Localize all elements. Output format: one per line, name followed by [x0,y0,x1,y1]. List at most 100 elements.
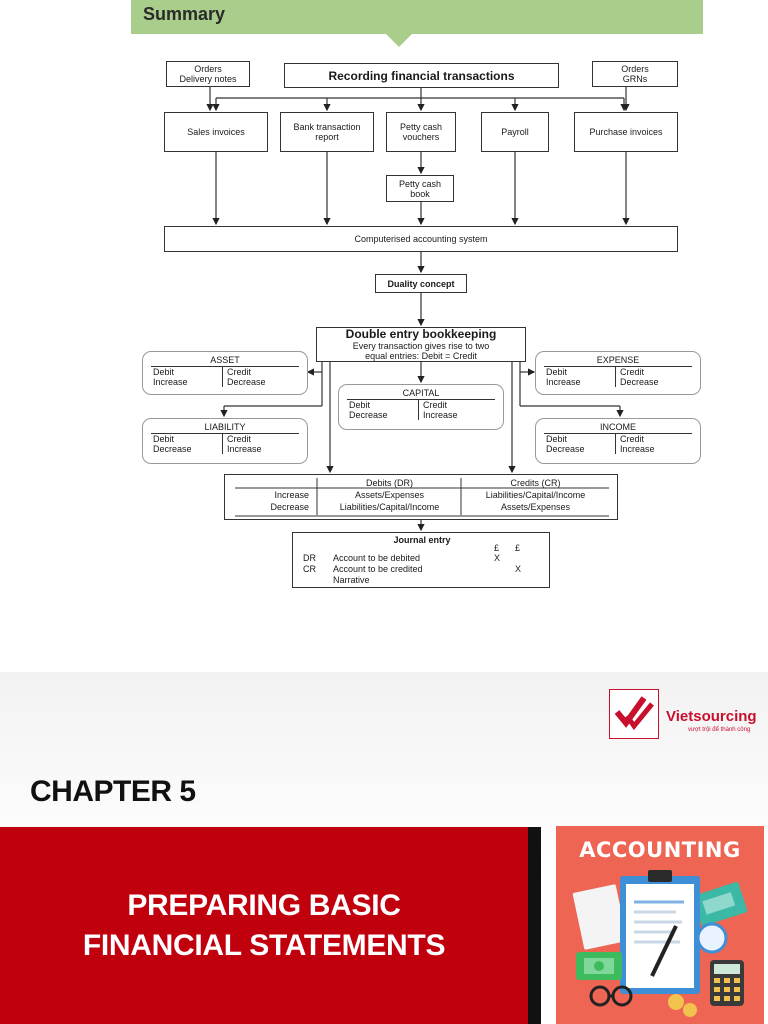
bank-report-line-1: Bank transaction [293,122,361,132]
chapter-label: CHAPTER 5 [30,775,196,808]
source-orders-grns: Orders GRNs [592,61,678,87]
brand-tagline: vượt trội để thành công [688,727,751,733]
expense-account-name: EXPENSE [544,355,692,367]
source-orders-delivery-notes: Orders Delivery notes [166,61,250,87]
summary-header: Summary [131,0,703,34]
chapter-title-line-1: PREPARING BASIC [127,889,401,922]
source-right-line-1: Orders [621,64,649,74]
chapter-title-panel [0,827,528,1024]
chapter-title: PREPARING BASIC FINANCIAL STATEMENTS [0,886,528,966]
source-right-line-2: GRNs [622,74,648,84]
petty-cash-book-line-1: Petty cash [398,178,442,189]
duality-concept-box: Duality concept [375,274,467,293]
purchase-invoices-box: Purchase invoices [574,112,678,152]
petty-cash-book-line-2: book [410,188,430,199]
double-entry-box: Double entry bookkeeping Every transacti… [316,327,526,362]
sales-invoices-label: Sales invoices [187,127,245,137]
asset-left-1: Debit [153,367,175,377]
expense-right-1: Credit [620,367,645,377]
expense-left-2: Increase [546,377,581,387]
panel-divider-strip [528,827,541,1024]
liability-left-2: Decrease [153,444,192,454]
double-entry-title: Double entry bookkeeping [345,327,497,341]
double-entry-line-2: equal entries: Debit = Credit [365,351,477,361]
journal-dr-text: Account to be debited [333,553,421,563]
accounting-illustration-icon [572,870,748,1017]
journal-dr-mark: X [494,553,501,563]
liability-right-2: Increase [227,444,262,454]
journal-cr-text: Account to be credited [333,564,423,574]
journal-dr-code: DR [303,553,316,563]
recording-transactions-box: Recording financial transactions [284,63,559,88]
computerised-system-label: Computerised accounting system [354,234,488,244]
source-left-line-2: Delivery notes [179,74,237,84]
accounting-cover-image: ACCOUNTING [556,826,764,1024]
expense-right-2: Decrease [620,377,659,387]
liability-right-1: Credit [227,434,252,444]
computerised-system-box: Computerised accounting system [164,226,678,252]
petty-cash-vouchers-line-1: Petty cash [399,122,443,132]
petty-cash-vouchers-box: Petty cash vouchers [386,112,456,152]
double-entry-line-1: Every transaction gives rise to two [352,341,490,351]
summary-title: Summary [143,4,226,24]
income-left-2: Decrease [546,444,585,454]
debit-credit-table-lines [235,478,609,517]
journal-cr-code: CR [303,564,316,574]
petty-cash-book-box: Petty cash book [386,175,454,202]
capital-right-1: Credit [423,400,448,410]
payroll-label: Payroll [501,127,529,137]
chapter-title-line-2: FINANCIAL STATEMENTS [82,929,446,962]
row-increase-debit: Assets/Expenses [354,490,425,500]
journal-narrative: Narrative [333,575,370,585]
asset-account-name: ASSET [151,355,299,367]
cover-title: ACCOUNTING [579,838,741,862]
journal-cr-mark: X [515,564,522,574]
liability-account-name: LIABILITY [151,422,299,434]
journal-currency-2: £ [515,543,521,553]
asset-right-1: Credit [227,367,252,377]
sales-invoices-box: Sales invoices [164,112,268,152]
bank-report-line-2: report [315,132,339,142]
capital-right-2: Increase [423,410,458,420]
flowchart-connectors [206,87,630,532]
journal-title: Journal entry [393,535,451,545]
row-increase-credit: Liabilities/Capital/Income [485,490,586,500]
liability-left-1: Debit [153,434,175,444]
bank-report-box: Bank transaction report [280,112,374,152]
vietsourcing-logo-mark [609,689,659,739]
income-right-1: Credit [620,434,645,444]
debit-credit-table: Debits (DR) Credits (CR) Increase Assets… [224,474,618,520]
capital-account-name: CAPITAL [347,388,495,400]
source-left-line-1: Orders [194,64,222,74]
petty-cash-vouchers-line-2: vouchers [402,132,440,142]
debits-header: Debits (DR) [365,478,413,488]
capital-left-2: Decrease [349,410,388,420]
row-increase-label: Increase [274,490,309,500]
double-check-icon [614,696,654,731]
asset-left-2: Increase [153,377,188,387]
row-decrease-label: Decrease [270,502,309,512]
summary-notch [386,34,412,47]
payroll-box: Payroll [481,112,549,152]
row-decrease-credit: Assets/Expenses [500,502,571,512]
purchase-invoices-label: Purchase invoices [589,127,663,137]
journal-entry-box: Journal entry £ £ DR Account to be debit… [292,532,550,588]
duality-concept-label: Duality concept [387,278,455,289]
income-left-1: Debit [546,434,568,444]
capital-left-1: Debit [349,400,371,410]
income-account-name: INCOME [544,422,692,434]
credits-header: Credits (CR) [510,478,561,488]
recording-transactions-title: Recording financial transactions [328,68,515,83]
asset-right-2: Decrease [227,377,266,387]
brand-name: Vietsourcing [666,708,757,725]
accounting-flowchart: Orders Delivery notes Recording financia… [140,54,708,590]
expense-left-1: Debit [546,367,568,377]
row-decrease-debit: Liabilities/Capital/Income [339,502,440,512]
journal-currency-1: £ [494,543,500,553]
income-right-2: Increase [620,444,655,454]
